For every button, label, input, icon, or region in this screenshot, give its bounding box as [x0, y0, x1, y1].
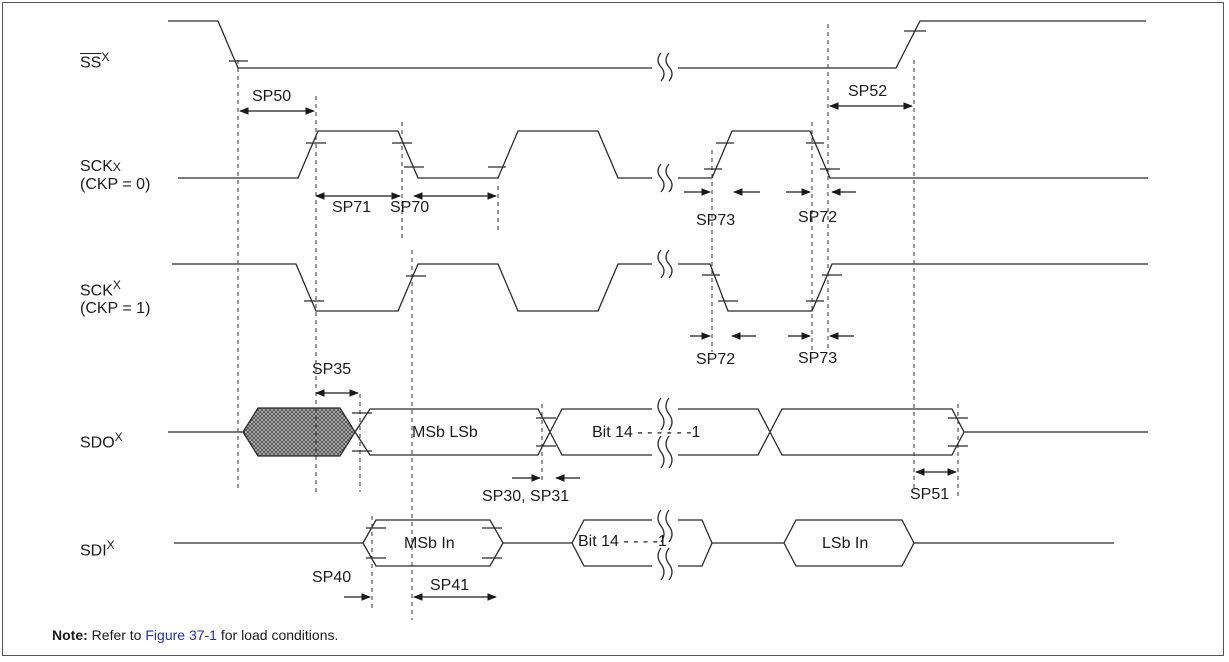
sdo-msb-lsb-label: MSb LSb — [412, 424, 478, 441]
sp73-label: SP73 — [696, 212, 736, 229]
sck-ckp1-label: SCKX (CKP = 1) — [80, 276, 150, 318]
sdo-segment-bit14-left — [549, 408, 652, 433]
sp71-label: SP71 — [332, 199, 372, 216]
sp73b-label: SP73 — [798, 350, 838, 367]
sdi-msb-in-label: MSb In — [404, 535, 455, 552]
sp70-label: SP70 — [390, 199, 430, 216]
reference-lines — [237, 24, 959, 620]
sck-ckp1-cond: (CKP = 1) — [80, 300, 151, 318]
sp40-label: SP40 — [312, 569, 352, 586]
break-marks — [654, 52, 676, 581]
sck-ckp1-waveform-right — [678, 263, 1148, 312]
note-prefix: Note: — [52, 627, 88, 643]
sdi-segment-bit14-left — [571, 519, 652, 567]
sdo-segment-lsb — [769, 408, 965, 456]
sp52-label: SP52 — [848, 83, 888, 100]
sck-ckp0-name: SCK — [80, 158, 113, 175]
sck-ckp0-label: SCKX (CKP = 0) — [80, 158, 150, 194]
sdi-signal-suffix: X — [106, 538, 115, 552]
ss-waveform — [168, 20, 652, 69]
sp30-sp31-label: SP30, SP31 — [482, 488, 570, 505]
ss-signal-suffix: X — [101, 50, 110, 64]
sdi-signal-name: SDI — [80, 542, 107, 560]
note-text-after: for load conditions. — [220, 627, 339, 643]
sdo-signal-label: SDOX — [80, 428, 123, 452]
sp50-label: SP50 — [252, 88, 292, 105]
ss-signal-name: SS — [80, 54, 102, 72]
sdo-signal-suffix: X — [114, 430, 123, 444]
sdi-segment-bit14-right — [678, 519, 713, 567]
sdo-hatched-segment — [242, 407, 356, 457]
sp72-label: SP72 — [798, 209, 838, 226]
sck-ckp0-waveform — [178, 130, 652, 179]
ss-waveform-right — [678, 20, 1146, 69]
sck-ckp0-waveform-right — [678, 130, 1148, 179]
sp51-label: SP51 — [910, 486, 950, 503]
ss-signal-label: SSX — [80, 48, 109, 72]
sck-ckp1-waveform — [172, 263, 652, 312]
sdi-signal-label: SDIX — [80, 536, 115, 560]
sdo-signal-name: SDO — [80, 434, 115, 452]
sdi-lsb-in-label: LSb In — [822, 535, 869, 552]
sdo-bit14-label: Bit 14 - - - - - -1 — [592, 424, 701, 441]
sp35-label: SP35 — [312, 361, 352, 378]
sp41-label: SP41 — [430, 577, 470, 594]
sdo-segment-bit14-left-bottom — [549, 431, 652, 456]
sck-ckp0-suffix: X — [112, 160, 121, 174]
note-text: Note: Refer to Figure 37-1 for load cond… — [52, 627, 338, 643]
sdi-bit14-label: Bit 14 - - - -1 — [578, 533, 667, 550]
note-text-before: Refer to — [91, 627, 142, 643]
sck-ckp0-cond: (CKP = 0) — [80, 176, 151, 193]
sp72b-label: SP72 — [696, 351, 736, 368]
sck-ckp1-name: SCK — [80, 282, 113, 300]
sck-ckp1-suffix: X — [112, 278, 121, 292]
figure-37-1-link[interactable]: Figure 37-1 — [145, 627, 217, 643]
